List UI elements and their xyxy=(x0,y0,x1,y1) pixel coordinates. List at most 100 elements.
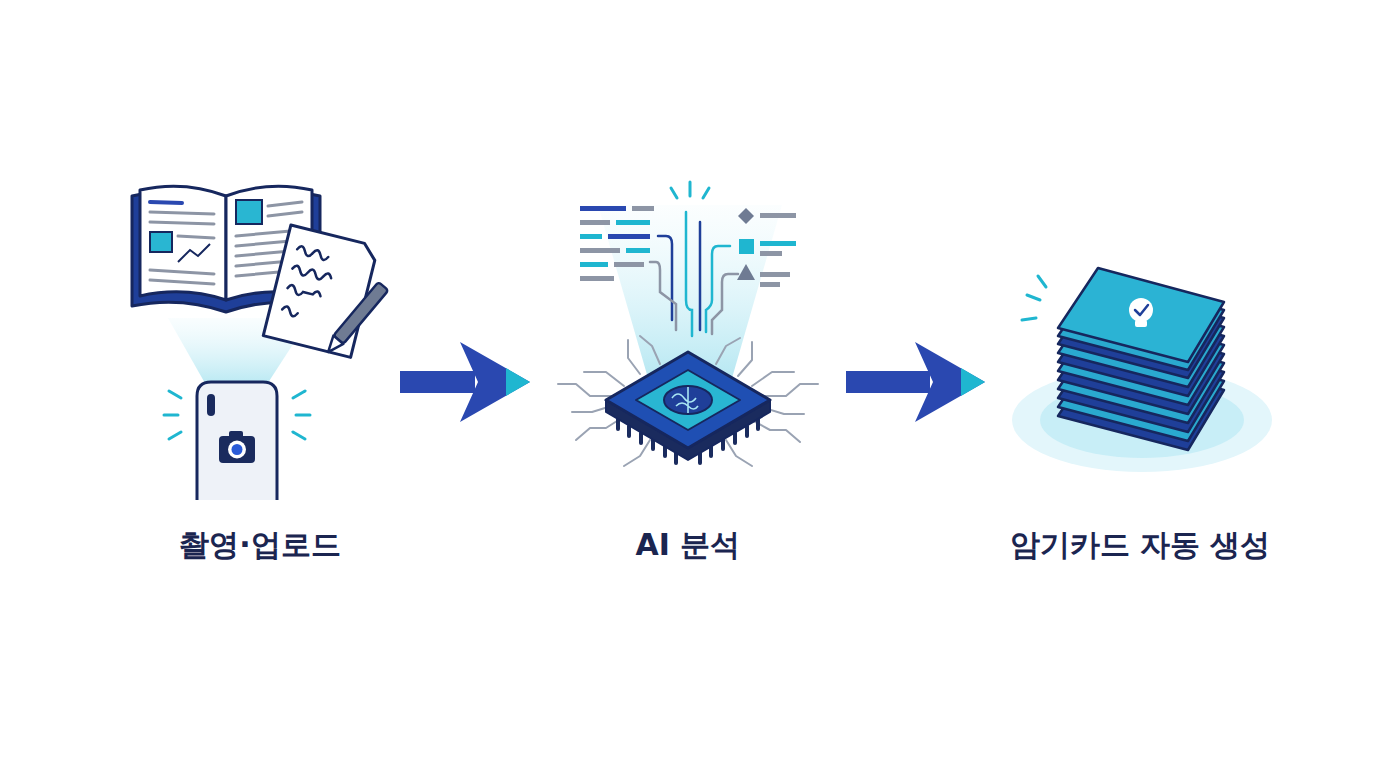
text-dashes xyxy=(614,262,644,267)
chip-core xyxy=(636,370,740,430)
chip-pins xyxy=(639,433,643,443)
brain-icon xyxy=(664,386,712,414)
flash-ticks xyxy=(296,414,310,417)
note-paper xyxy=(291,265,332,282)
ai-chip-illustration xyxy=(558,182,818,466)
check-icon xyxy=(1135,305,1148,315)
camera-lens xyxy=(232,444,243,455)
symbol-list xyxy=(760,251,782,256)
data-streams xyxy=(706,246,730,332)
circuit-wires xyxy=(764,384,818,396)
text-dashes xyxy=(580,262,608,267)
symbol-list xyxy=(760,282,780,287)
text-dashes xyxy=(580,220,610,225)
spark-ticks xyxy=(671,188,677,198)
page-lines xyxy=(268,202,302,206)
stage-caption: 암기카드 자동 생성 xyxy=(985,526,1295,564)
spark-ticks xyxy=(1038,276,1046,287)
arrow-head xyxy=(915,342,985,422)
page-chart xyxy=(178,244,210,262)
chip-pins xyxy=(745,426,749,436)
circuit-wires xyxy=(752,372,794,386)
circuit-wires xyxy=(558,336,818,466)
stage-node: 촬영·업로드 xyxy=(120,200,400,564)
spark-ticks xyxy=(671,182,709,198)
note-paper xyxy=(263,225,378,357)
page-heading-bar xyxy=(150,202,182,203)
chip-pins xyxy=(627,426,631,436)
spark-ticks xyxy=(689,182,692,196)
upload-illustration xyxy=(132,186,388,500)
arrow-tip xyxy=(961,368,985,396)
spark-ticks xyxy=(1022,276,1046,320)
flow-arrow xyxy=(846,342,985,422)
data-streams xyxy=(686,212,692,336)
text-dashes xyxy=(580,276,614,281)
page-lines xyxy=(150,270,214,274)
text-dashes xyxy=(580,234,602,239)
flash-ticks xyxy=(169,432,181,439)
data-streams xyxy=(650,212,738,336)
phone-slot xyxy=(207,394,215,416)
page-lines xyxy=(268,212,302,216)
symbol-list xyxy=(739,239,754,254)
arrow-tip xyxy=(506,368,530,396)
page-figure xyxy=(236,200,262,224)
symbol-list xyxy=(760,272,790,277)
text-dashes xyxy=(616,220,650,225)
arrow-shaft xyxy=(400,371,475,393)
spark-ticks xyxy=(703,188,709,198)
data-streams xyxy=(650,262,676,330)
circuit-wires xyxy=(624,440,650,466)
text-dashes xyxy=(580,206,626,211)
stage-node: AI 분석 xyxy=(530,200,846,564)
page-figure xyxy=(150,232,172,252)
circuit-wires xyxy=(640,336,660,364)
stage-node: 암기카드 자동 생성 xyxy=(985,200,1295,564)
page-lines xyxy=(150,212,214,214)
flow-arrow xyxy=(400,342,530,422)
text-dashes xyxy=(632,206,654,211)
spark-ticks xyxy=(1027,295,1040,300)
pen xyxy=(323,282,388,356)
card-top xyxy=(1058,268,1224,362)
pen xyxy=(323,336,343,357)
page-lines xyxy=(150,222,214,224)
note-paper xyxy=(263,225,378,357)
circuit-wires xyxy=(748,418,800,442)
note-paper xyxy=(281,306,298,318)
camera-icon xyxy=(219,436,255,463)
note-paper xyxy=(296,245,329,261)
page-lines xyxy=(178,236,214,238)
data-streams xyxy=(712,274,738,334)
phone xyxy=(197,382,277,500)
arrow-head xyxy=(460,342,530,422)
camera-lens xyxy=(228,441,246,459)
bulb-icon xyxy=(1135,320,1147,327)
brain-icon xyxy=(672,387,698,413)
text-dashes xyxy=(580,206,654,281)
symbol-list xyxy=(737,208,796,287)
arrow-shaft xyxy=(846,371,930,393)
note-paper xyxy=(287,284,322,300)
circuit-wires xyxy=(558,384,612,396)
spark-ticks xyxy=(1022,318,1036,320)
symbol-list xyxy=(760,241,796,246)
data-streams xyxy=(699,222,702,330)
symbol-list xyxy=(737,264,755,280)
flash-ticks xyxy=(293,391,305,398)
pen xyxy=(333,282,388,344)
flash-ticks xyxy=(293,432,305,439)
circuit-wires xyxy=(584,372,624,386)
text-dashes xyxy=(626,248,650,253)
book-page xyxy=(140,186,226,300)
flash-ticks xyxy=(164,414,178,417)
symbol-list xyxy=(760,213,796,218)
circuit-wires xyxy=(726,440,752,466)
text-dashes xyxy=(580,248,620,253)
bulb-icon xyxy=(1129,298,1153,322)
flash-ticks xyxy=(164,391,310,439)
page-lines xyxy=(150,280,214,284)
